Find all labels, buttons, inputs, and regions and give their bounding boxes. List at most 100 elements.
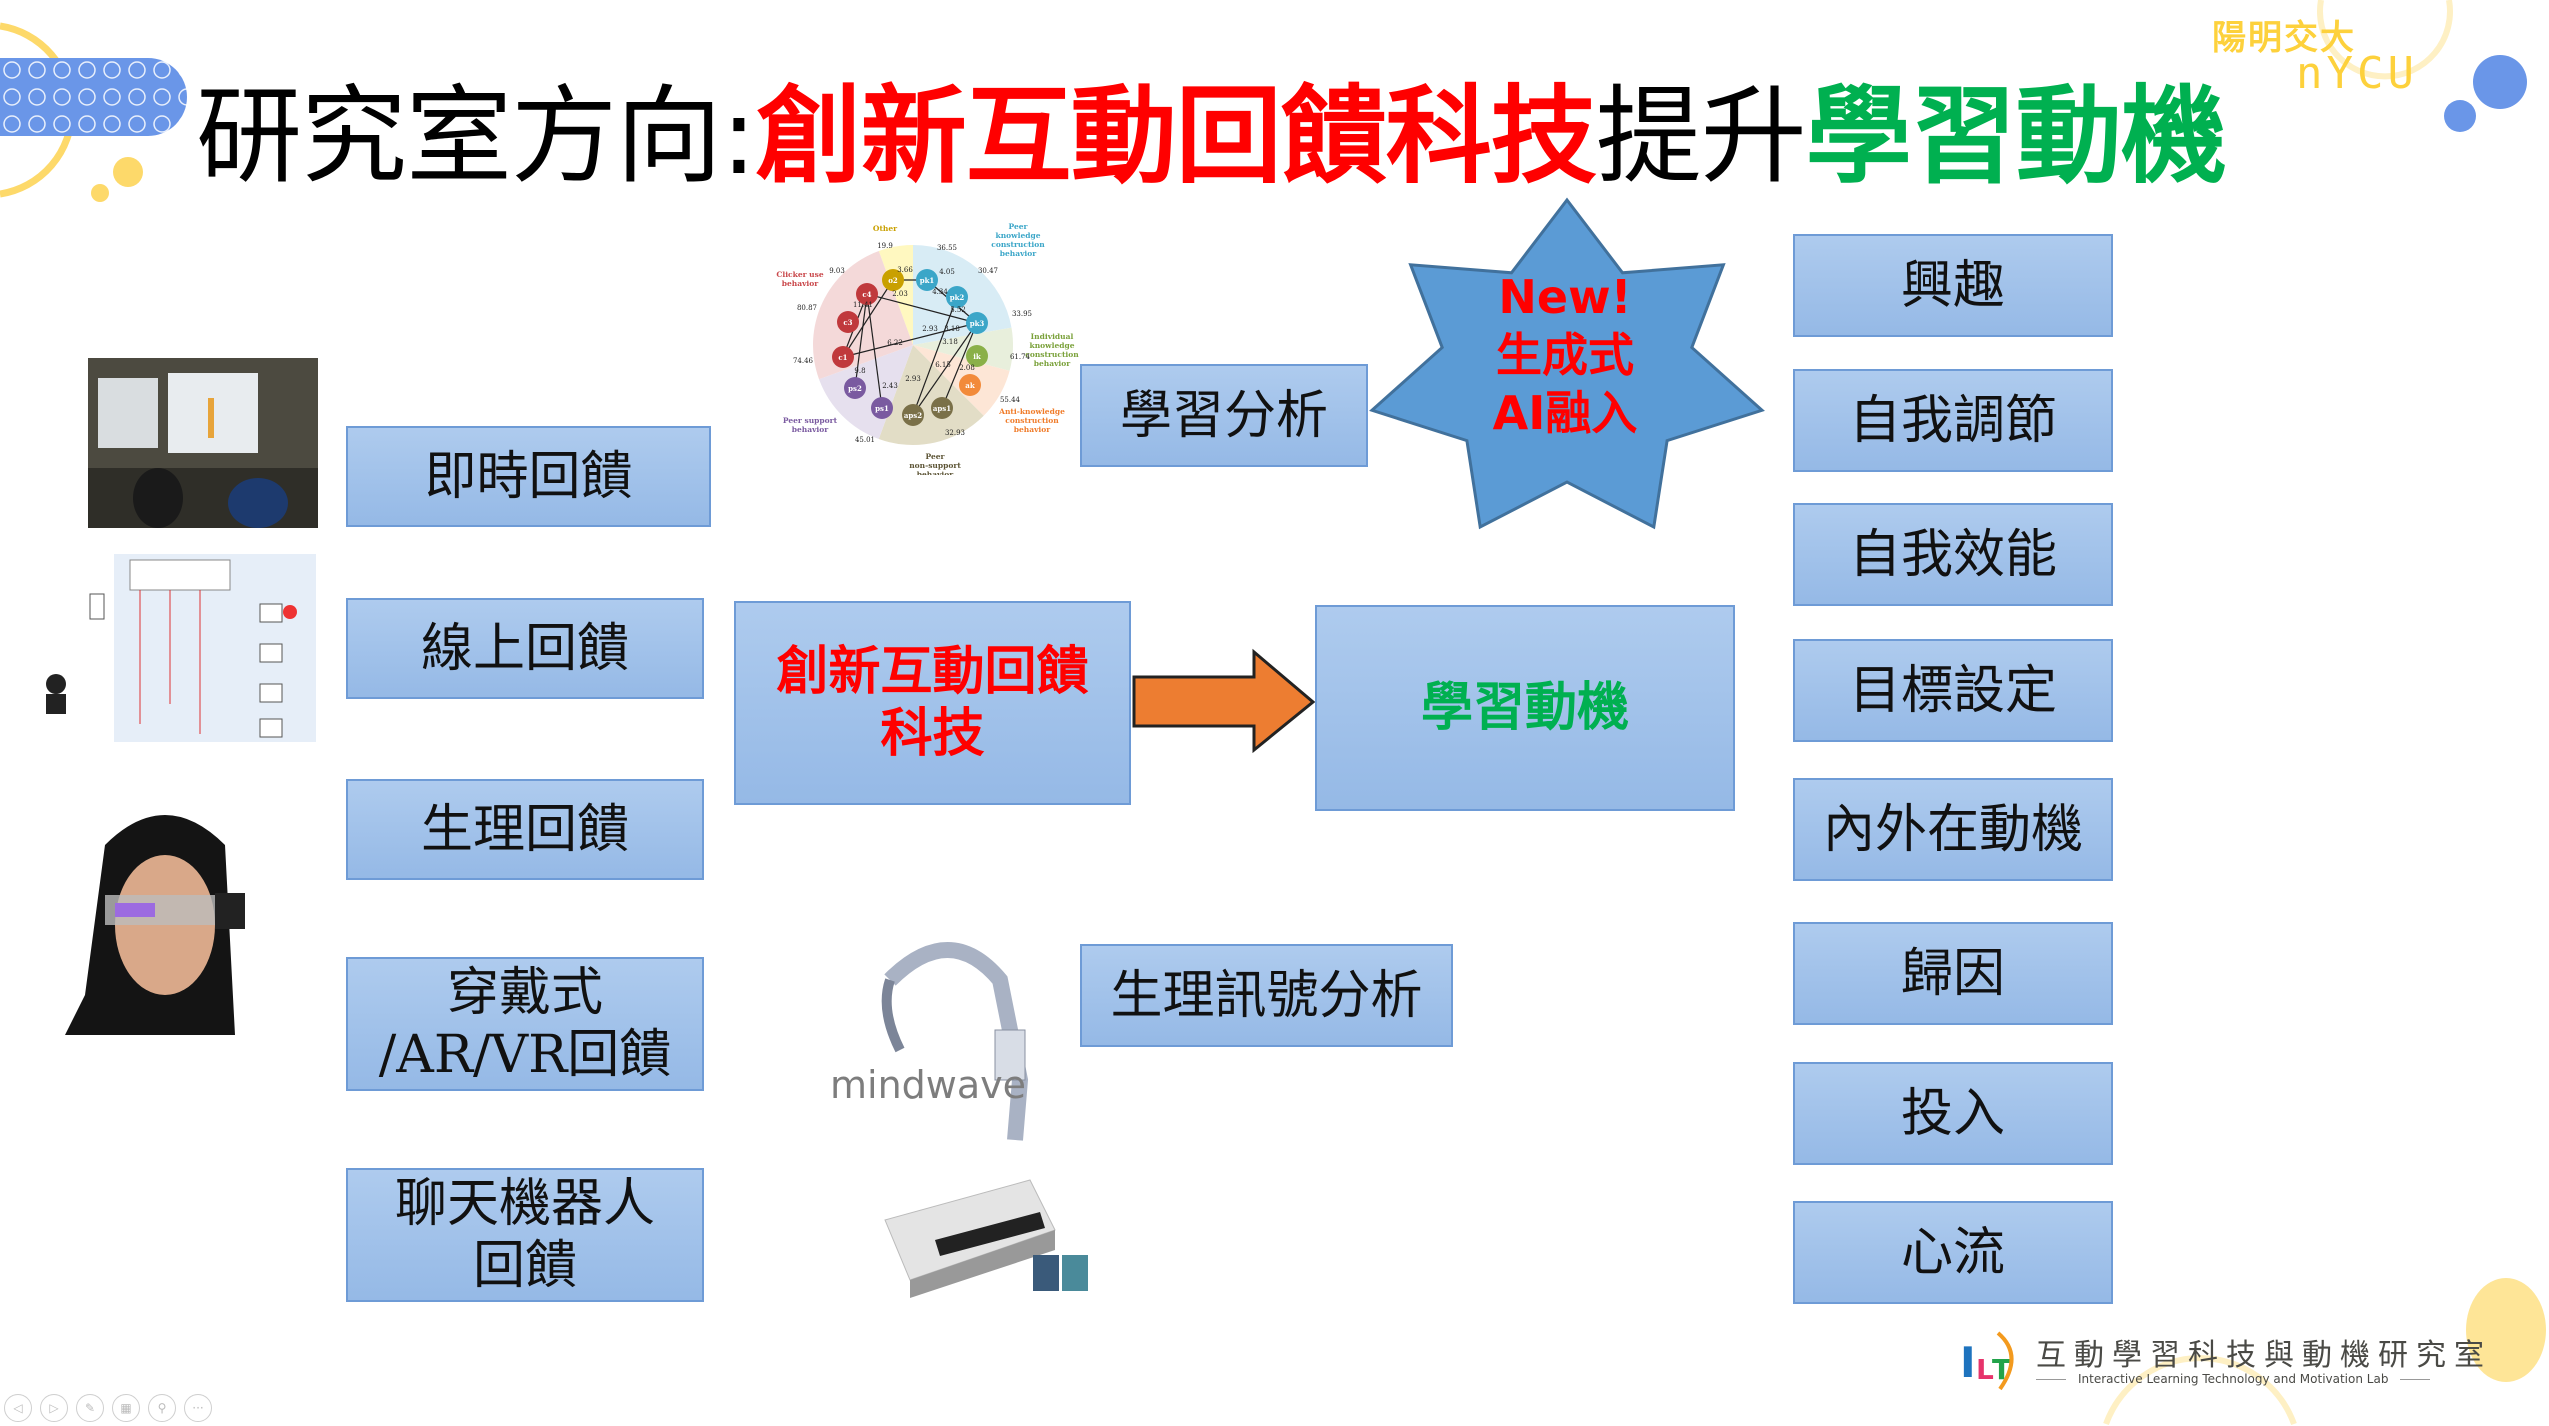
sector-label: knowledge <box>1030 341 1075 350</box>
behavior-node <box>837 311 859 333</box>
new-ai-star-shape <box>1369 197 1765 530</box>
box-label: 歸因 <box>1900 943 2005 1004</box>
pen-button[interactable]: ✎ <box>76 1394 104 1422</box>
transition-value-label: 6.22 <box>887 339 903 347</box>
sector-label: construction <box>991 240 1045 249</box>
mindwave-headset-image: mindwave <box>830 942 1029 1141</box>
right-arrow-icon <box>1132 648 1316 754</box>
behavior-node <box>959 374 981 396</box>
transition-value-label: 61.74 <box>1010 353 1031 361</box>
outcome-box: 心流 <box>1793 1201 2113 1304</box>
box-label: 科技 <box>880 704 985 764</box>
transition-value-label: 4.34 <box>932 288 948 296</box>
outcome-box: 自我效能 <box>1793 503 2113 606</box>
behavior-node <box>902 404 924 426</box>
box-label: /AR/VR回饋 <box>378 1025 672 1085</box>
behavior-node <box>946 286 968 308</box>
page-title: 研究室方向:創新互動回饋科技提升學習動機 <box>196 62 2227 212</box>
previous-slide-button[interactable]: ◁ <box>4 1394 32 1422</box>
transition-value-label: 2.08 <box>959 364 975 372</box>
sector-label: non-support <box>909 461 961 470</box>
box-label: 回饋 <box>472 1236 577 1296</box>
node-label: pk3 <box>970 319 985 328</box>
behavior-node <box>856 283 878 305</box>
box-label: 心流 <box>1900 1222 2005 1283</box>
transition-value-label: 3.66 <box>897 266 913 274</box>
blue-pill-decoration <box>0 58 187 136</box>
node-label: aps1 <box>933 404 951 413</box>
sector-label: Clicker use <box>776 270 823 279</box>
box-label: 生理訊號分析 <box>1110 965 1423 1026</box>
transition-edge <box>842 322 978 358</box>
sector-label: construction <box>1025 350 1079 359</box>
sequential-behavior-diagram <box>46 554 316 742</box>
more-options-button[interactable]: ··· <box>184 1394 212 1422</box>
box-label: 即時回饋 <box>424 446 633 507</box>
node-label: o2 <box>888 276 898 285</box>
behavior-node <box>966 345 988 367</box>
box-label: 目標設定 <box>1848 660 2057 721</box>
sector-wedge <box>913 327 1013 371</box>
sector-label: construction <box>1005 416 1059 425</box>
transition-value-label: 74.46 <box>793 357 814 365</box>
title-part-lab-direction: 研究室方向: <box>196 75 757 198</box>
node-label: c3 <box>843 318 852 327</box>
transition-value-label: 9.8 <box>854 367 865 375</box>
transition-value-label: 32.93 <box>945 429 965 437</box>
node-label: aps2 <box>904 411 922 420</box>
outcome-box: 歸因 <box>1793 922 2113 1025</box>
box-label: 學習動機 <box>1420 678 1629 738</box>
yellow-dot-decoration <box>91 184 109 202</box>
outcome-box: 自我調節 <box>1793 369 2113 472</box>
transition-value-label: 4.05 <box>939 268 955 276</box>
outcome-box: 興趣 <box>1793 234 2113 337</box>
zoom-button[interactable]: ⚲ <box>148 1394 176 1422</box>
box-label: 自我效能 <box>1848 524 2057 585</box>
sector-wedge <box>878 245 913 345</box>
node-label: ps1 <box>875 404 889 413</box>
transition-value-label: 33.95 <box>1012 310 1032 318</box>
outcome-box: 內外在動機 <box>1793 778 2113 881</box>
slides-grid-button[interactable]: ▦ <box>112 1394 140 1422</box>
transition-value-label: 30.47 <box>978 267 998 275</box>
svg-text:I: I <box>1960 1338 1976 1387</box>
sector-label: knowledge <box>996 231 1041 240</box>
box-label: 興趣 <box>1900 255 2005 316</box>
eye-tracker-device-image <box>884 1179 1088 1298</box>
transition-value-label: 5.52 <box>950 306 966 314</box>
box-label: 自我調節 <box>1848 390 2057 451</box>
box-label: 生理回饋 <box>420 799 629 860</box>
behavior-node <box>832 346 854 368</box>
svg-text:L: L <box>1976 1353 1994 1386</box>
sector-label: behavior <box>1034 359 1072 368</box>
innovative-feedback-tech-box: 創新互動回饋科技 <box>734 601 1131 805</box>
title-part-feedback-tech: 創新互動回饋科技 <box>755 75 1597 198</box>
yellow-ring-decoration <box>2317 0 2453 80</box>
learning-motivation-box: 學習動機 <box>1315 605 1735 811</box>
node-label: c4 <box>862 290 871 299</box>
sector-label: Peer support <box>783 416 838 425</box>
transition-value-label: 19.9 <box>877 242 893 250</box>
lab-name-chinese: 互動學習科技與動機研究室 <box>2036 1338 2492 1373</box>
presentation-toolbar: ◁ ▷ ✎ ▦ ⚲ ··· <box>4 1394 212 1422</box>
transition-value-label: 3.18 <box>944 325 960 333</box>
title-part-enhance: 提升 <box>1595 75 1807 198</box>
sector-label: Anti-knowledge <box>998 407 1065 416</box>
behavior-node <box>916 269 938 291</box>
box-label: 內外在動機 <box>1822 799 2083 860</box>
feedback-box-chatbot: 聊天機器人回饋 <box>346 1168 704 1302</box>
lab-name-english: Interactive Learning Technology and Moti… <box>2036 1372 2431 1386</box>
behavior-node <box>844 377 866 399</box>
box-label: 線上回饋 <box>420 618 629 679</box>
yellow-dot-decoration <box>2466 1278 2546 1382</box>
transition-value-label: 2.03 <box>892 290 908 298</box>
box-label: 聊天機器人 <box>394 1174 655 1234</box>
feedback-box-online: 線上回饋 <box>346 598 704 699</box>
nycu-logo-english: nYCU <box>2296 48 2418 99</box>
transition-edge <box>912 322 978 416</box>
transition-value-label: 9.03 <box>829 267 845 275</box>
next-slide-button[interactable]: ▷ <box>40 1394 68 1422</box>
star-label: New! 生成式 AI融入 <box>1405 268 1725 442</box>
transition-value-label: 3.18 <box>942 338 958 346</box>
